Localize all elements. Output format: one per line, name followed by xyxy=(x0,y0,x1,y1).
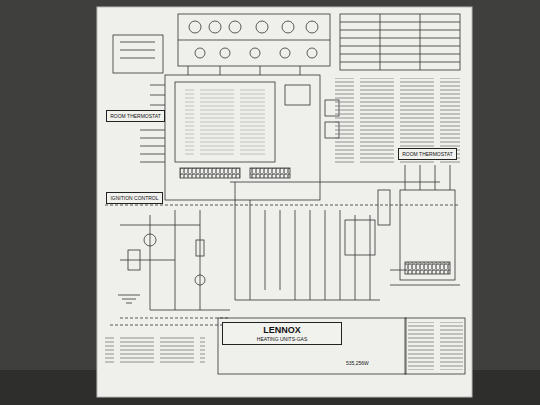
box-label: HEATING UNITS-GAS xyxy=(226,336,338,342)
box-label: IGNITION CONTROL xyxy=(110,195,159,201)
brand-name: LENNOX xyxy=(226,325,338,336)
title-block: LENNOXHEATING UNITS-GAS xyxy=(222,322,342,345)
box-label: ROOM THERMOSTAT xyxy=(402,151,453,157)
box-label: ROOM THERMOSTAT xyxy=(110,113,161,119)
label-box: ROOM THERMOSTAT xyxy=(106,110,165,122)
label-box: IGNITION CONTROL xyxy=(106,192,163,204)
label-box: ROOM THERMOSTAT xyxy=(398,148,457,160)
part-number: 535,256W xyxy=(345,360,370,366)
